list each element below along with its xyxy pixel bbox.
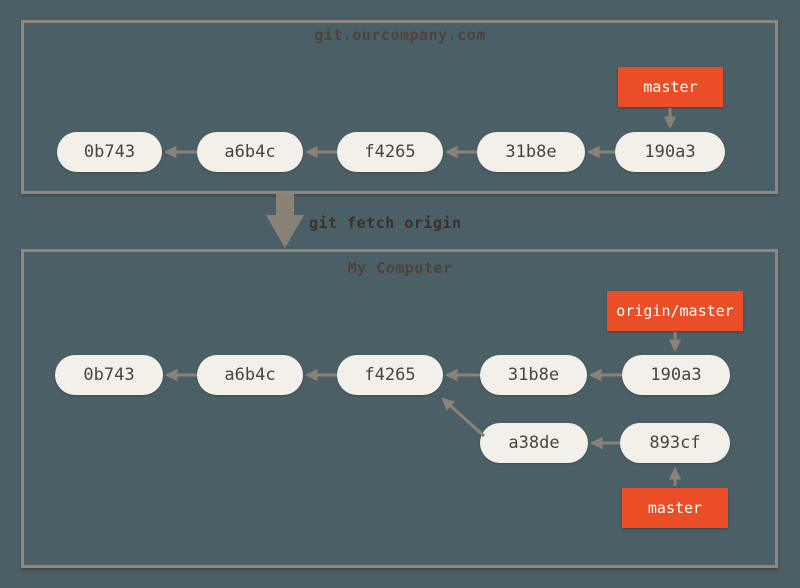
fetch-command-label: git fetch origin — [309, 214, 462, 232]
local-commit-node: a6b4c — [197, 355, 303, 395]
remote-master-branch-label: master — [618, 67, 723, 107]
local-repo-title: My Computer — [347, 259, 453, 277]
remote-commit-node: f4265 — [337, 132, 443, 172]
local-commit-node: f4265 — [337, 355, 443, 395]
local-commit-node: 190a3 — [622, 355, 730, 395]
local-repo-box — [21, 249, 778, 568]
local-feature-commit-node: a38de — [480, 423, 588, 463]
remote-repo-box — [21, 20, 778, 194]
origin-master-branch-label: origin/master — [607, 291, 743, 331]
remote-repo-title: git.ourcompany.com — [314, 26, 486, 44]
remote-commit-node: 190a3 — [615, 132, 725, 172]
remote-commit-node: a6b4c — [197, 132, 303, 172]
remote-commit-node: 0b743 — [57, 132, 162, 172]
local-master-branch-label: master — [622, 488, 728, 528]
local-feature-commit-node: 893cf — [620, 423, 730, 463]
remote-commit-node: 31b8e — [477, 132, 585, 172]
fetch-direction-arrow — [266, 193, 304, 248]
local-commit-node: 31b8e — [480, 355, 587, 395]
local-commit-node: 0b743 — [55, 355, 163, 395]
